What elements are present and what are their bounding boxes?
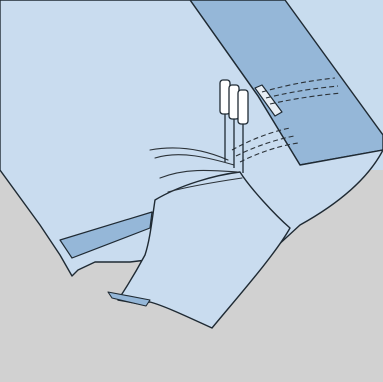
thread-tails (149, 147, 243, 193)
fabric-hem-band (59, 211, 153, 259)
stitch-row-main-3 (239, 142, 299, 163)
triple-needle (219, 79, 249, 173)
thread-tail-3 (167, 177, 243, 193)
presser-foot-guide (254, 84, 283, 117)
stitch-rows-sleeve (261, 77, 342, 105)
thread-tail-4 (149, 147, 229, 161)
stitch-rows-main (231, 127, 299, 163)
stitch-row-1 (261, 77, 336, 93)
stitch-row-3 (269, 92, 342, 105)
fabric-flap-curl (107, 291, 151, 307)
thread-tail-1 (154, 154, 235, 166)
stitch-row-main-1 (231, 127, 291, 151)
fabric-front-flap (117, 171, 291, 329)
thread-tail-2 (159, 169, 239, 179)
stitch-row-2 (265, 85, 339, 99)
stitch-row-main-2 (235, 135, 295, 157)
needle-3 (237, 89, 249, 173)
